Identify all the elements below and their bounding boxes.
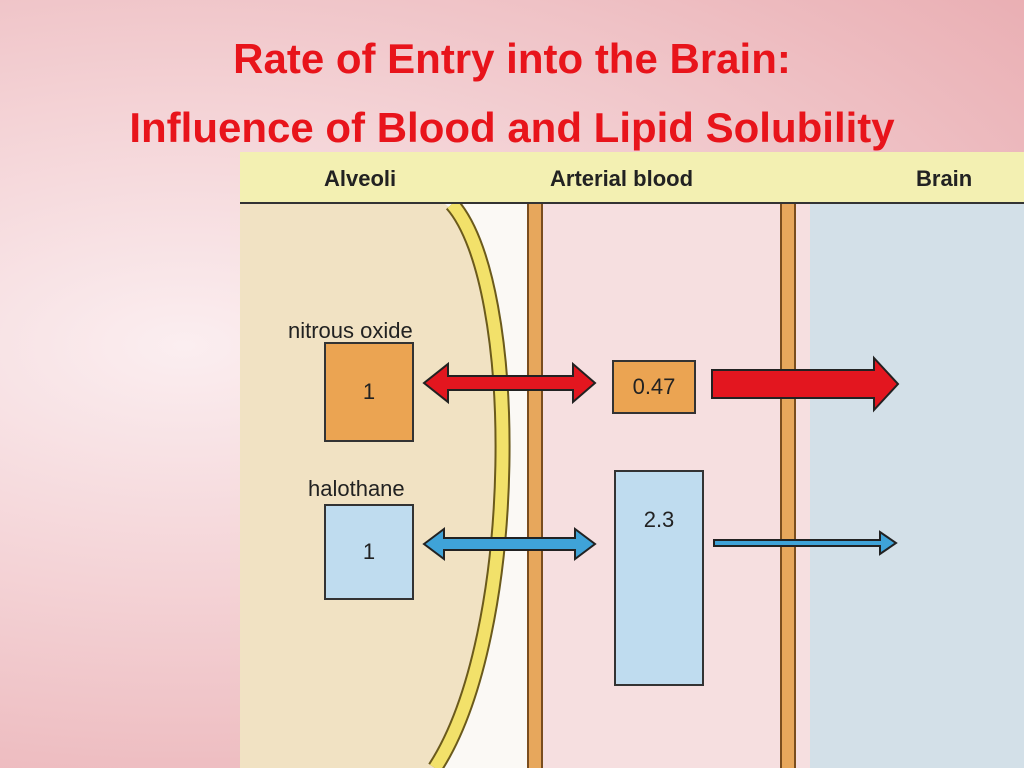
nitrous-brain-arrow xyxy=(711,355,900,413)
nitrous-alveolar-box: 1 xyxy=(324,342,414,442)
header-alveoli: Alveoli xyxy=(324,166,397,191)
nitrous-alveolar-value: 1 xyxy=(362,379,376,404)
halothane-bidirectional-arrow xyxy=(422,527,597,561)
halothane-label: halothane xyxy=(308,476,405,501)
blood-brain-barrier xyxy=(780,204,796,768)
nitrous-blood-box: 0.47 xyxy=(612,360,696,414)
nitrous-oxide-label: nitrous oxide xyxy=(288,318,413,343)
brain-zone xyxy=(810,204,1024,768)
alveolar-membrane xyxy=(428,204,511,768)
nitrous-blood-value: 0.47 xyxy=(632,374,676,399)
halothane-alveolar-box: 1 xyxy=(324,504,414,600)
nitrous-bidirectional-arrow xyxy=(422,361,597,405)
halothane-blood-box: 2.3 xyxy=(614,470,704,686)
halothane-alveolar-value: 1 xyxy=(362,539,376,564)
halothane-blood-value: 2.3 xyxy=(643,507,675,532)
halothane-brain-arrow xyxy=(713,530,898,556)
header-arterial-blood: Arterial blood xyxy=(550,166,694,191)
slide-title-line2: Influence of Blood and Lipid Solubility xyxy=(129,104,895,151)
header-brain: Brain xyxy=(916,166,973,191)
anesthetic-uptake-diagram: Alveoli Arterial blood Brain nitrous oxi… xyxy=(240,152,1024,768)
capillary-wall-left xyxy=(527,204,543,768)
column-header-bar: Alveoli Arterial blood Brain xyxy=(240,152,1024,204)
slide-title-line1: Rate of Entry into the Brain: xyxy=(233,35,791,82)
